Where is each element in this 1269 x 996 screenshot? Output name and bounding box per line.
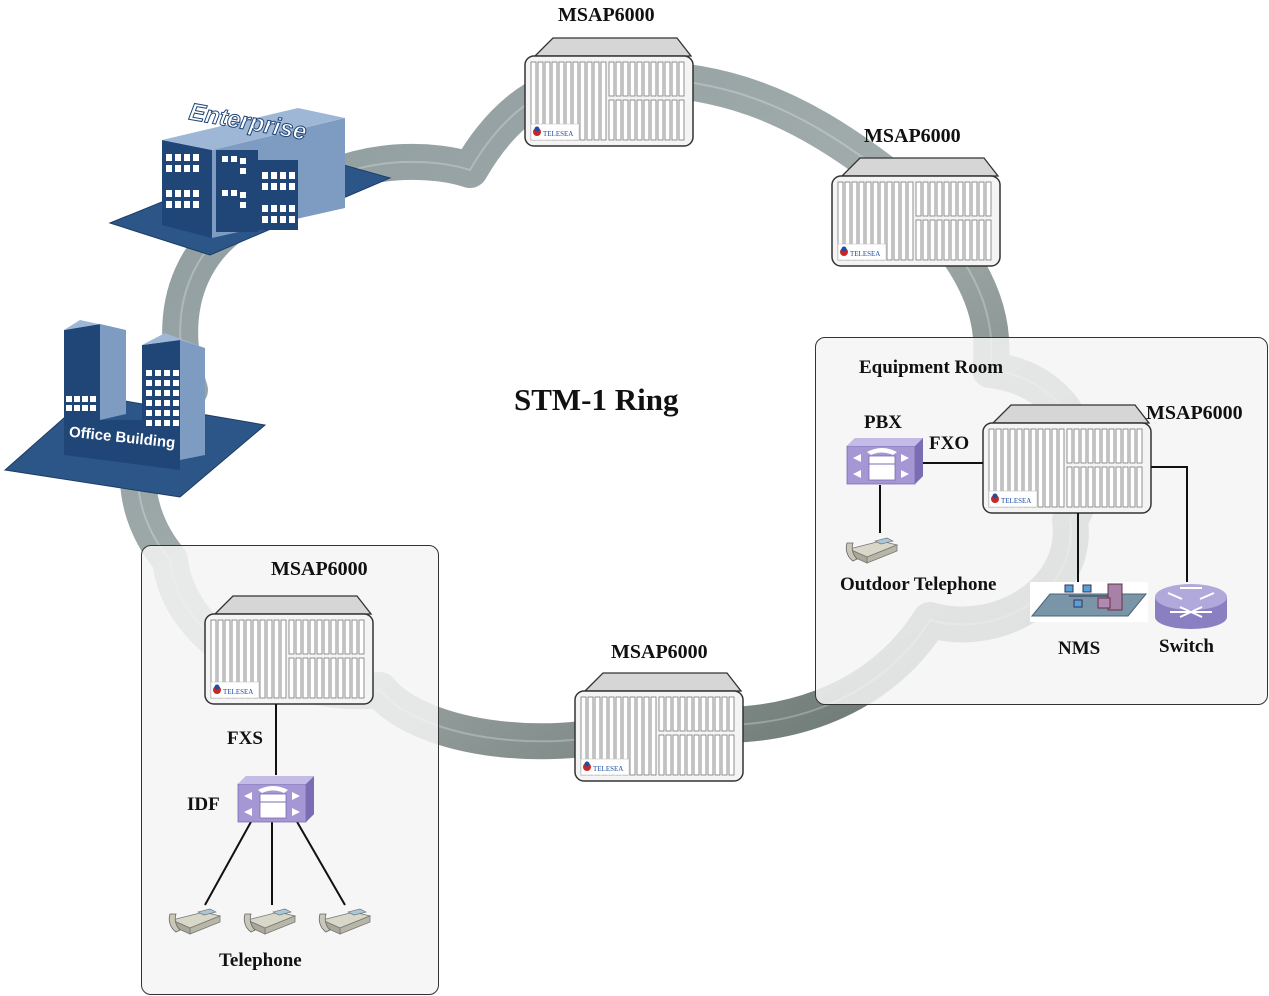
msap-bottom-chassis[interactable] (574, 672, 744, 782)
msap-right-chassis[interactable] (831, 157, 1001, 267)
msap-left-chassis[interactable] (204, 595, 374, 705)
pbx-label: PBX (864, 412, 902, 433)
switch-icon[interactable] (1155, 584, 1227, 629)
msap-equipment-room-label: MSAP6000 (1146, 402, 1243, 424)
msap-top-label: MSAP6000 (558, 4, 655, 26)
access-site-links (204, 704, 346, 906)
msap-left-label: MSAP6000 (271, 558, 368, 580)
msap-right-label: MSAP6000 (864, 125, 961, 147)
fxs-label: FXS (227, 728, 263, 749)
msap-bottom-label: MSAP6000 (611, 641, 708, 663)
idf-icon[interactable] (237, 775, 315, 823)
msap-equipment-room-chassis[interactable] (982, 404, 1152, 514)
ring-title: STM-1 Ring (514, 382, 679, 417)
msap-top-chassis[interactable] (524, 37, 694, 147)
telephone-1-icon[interactable] (168, 908, 221, 935)
office-building-icon: Office Building (3, 320, 267, 498)
nms-label: NMS (1058, 638, 1101, 659)
telephone-3-icon[interactable] (318, 908, 371, 935)
equipment-room-links (879, 462, 1188, 590)
enterprise-building-icon: Enterprise (108, 98, 392, 256)
equipment-room-box (815, 337, 1268, 705)
telephone-2-icon[interactable] (243, 908, 296, 935)
equipment-room-title: Equipment Room (859, 357, 1004, 378)
nms-icon[interactable] (1030, 582, 1148, 622)
pbx-icon[interactable] (846, 437, 924, 485)
idf-label: IDF (187, 794, 220, 815)
outdoor-telephone-icon[interactable] (845, 537, 898, 564)
switch-label: Switch (1159, 636, 1214, 657)
fxo-label: FXO (929, 433, 970, 454)
telephone-label: Telephone (219, 950, 302, 971)
outdoor-telephone-label: Outdoor Telephone (840, 574, 997, 595)
